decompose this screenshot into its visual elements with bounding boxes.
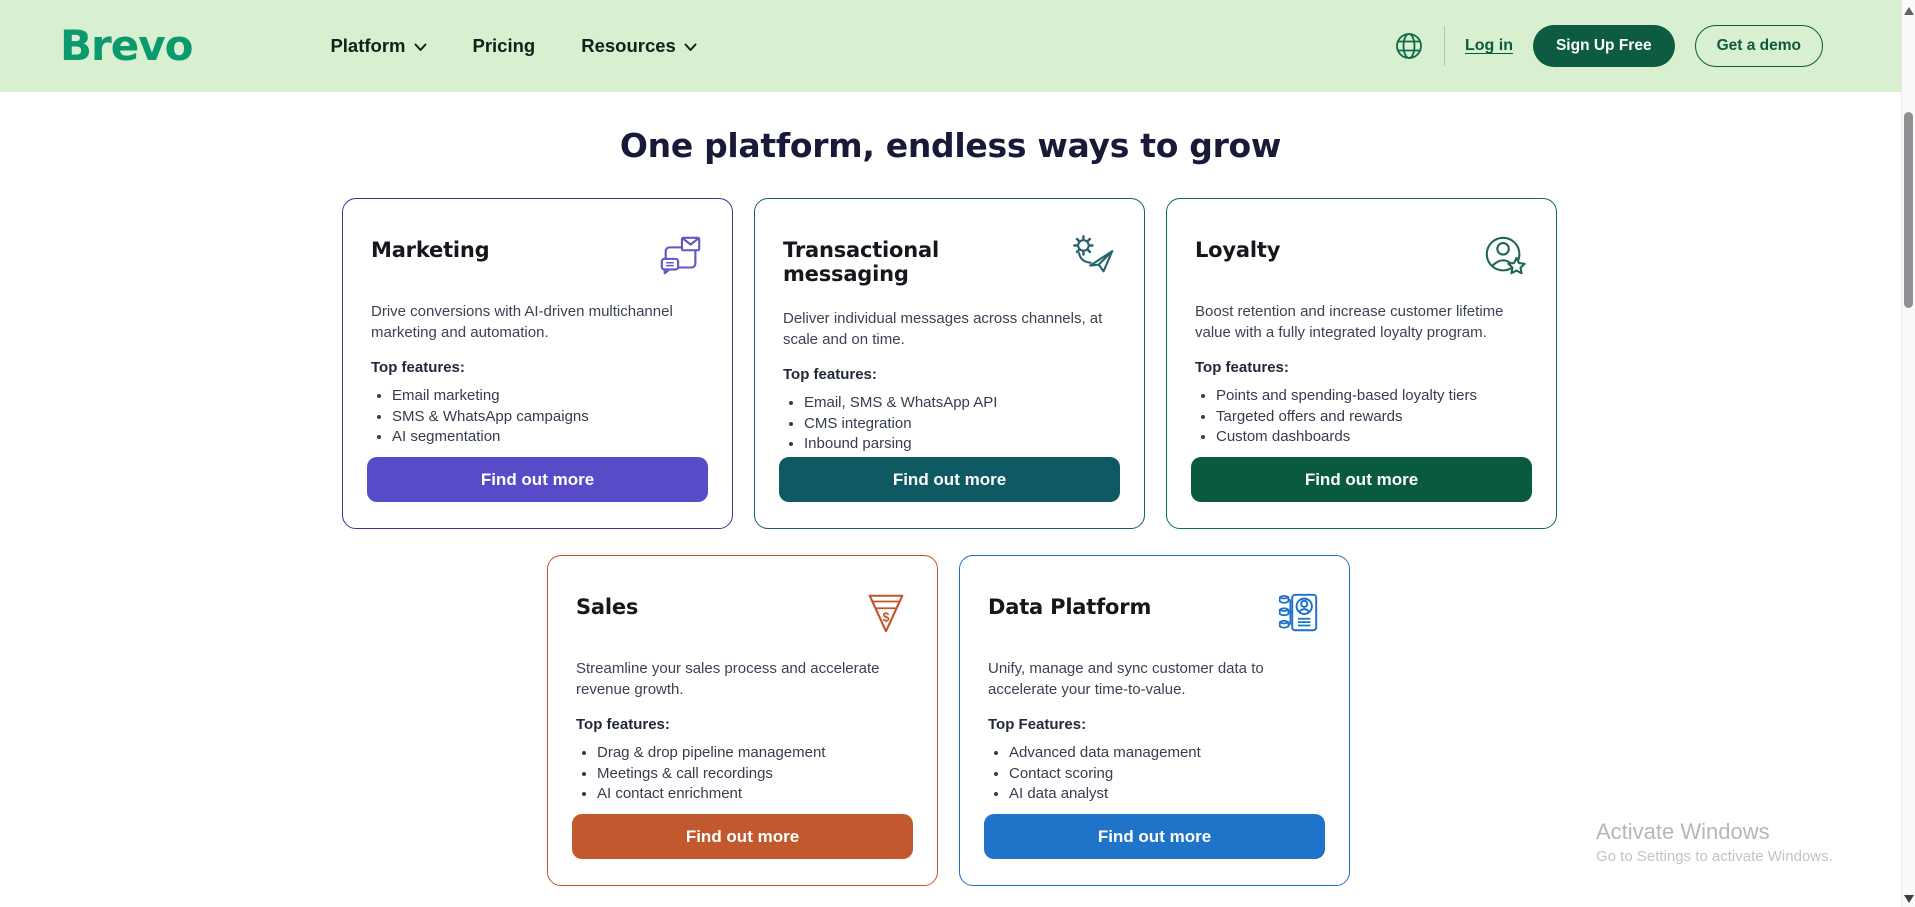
login-link[interactable]: Log in (1464, 37, 1513, 54)
find-out-more-button-sales[interactable]: Find out more (572, 814, 913, 859)
card-features-heading: Top Features: (988, 716, 1087, 733)
brevo-logo[interactable]: Brevo (60, 21, 193, 70)
find-out-more-button-loyalty[interactable]: Find out more (1191, 457, 1532, 502)
card-features-list: Email marketing SMS & WhatsApp campaigns… (392, 386, 704, 448)
card-header: Sales $ (576, 590, 909, 636)
card-data-platform: Data Platform Unify, manage and sync cus… (959, 555, 1350, 886)
feature-item: Email, SMS & WhatsApp API (804, 393, 1116, 414)
feature-item: Contact scoring (1009, 764, 1321, 785)
feature-item: CMS integration (804, 414, 1116, 435)
feature-item: AI segmentation (392, 427, 704, 448)
card-header: Marketing (371, 233, 704, 279)
card-features-list: Points and spending-based loyalty tiers … (1216, 386, 1528, 448)
scrollbar-up-arrow-icon[interactable] (1904, 7, 1914, 15)
nav-platform[interactable]: Platform (330, 35, 426, 57)
gear-paper-plane-icon (1070, 233, 1116, 279)
scrollbar-thumb[interactable] (1904, 112, 1913, 308)
scrollbar-down-arrow-icon[interactable] (1904, 895, 1914, 903)
contact-database-icon (1275, 590, 1321, 636)
feature-item: AI contact enrichment (597, 784, 909, 805)
card-description: Drive conversions with AI-driven multich… (371, 303, 673, 341)
watermark-title: Activate Windows (1596, 819, 1770, 844)
card-description: Streamline your sales process and accele… (576, 660, 880, 698)
top-navigation-bar: Brevo Platform Pricing Resources Lo (0, 0, 1901, 92)
find-out-more-button-marketing[interactable]: Find out more (367, 457, 708, 502)
card-features-heading: Top features: (783, 366, 877, 383)
feature-item: Targeted offers and rewards (1216, 407, 1528, 428)
header-actions: Log in Sign Up Free Get a demo (1394, 25, 1823, 67)
feature-item: AI data analyst (1009, 784, 1321, 805)
feature-item: Drag & drop pipeline management (597, 743, 909, 764)
vertical-scrollbar[interactable] (1901, 0, 1915, 907)
feature-item: Advanced data management (1009, 743, 1321, 764)
find-out-more-button-transactional[interactable]: Find out more (779, 457, 1120, 502)
card-loyalty: Loyalty Boost retention and increase cus… (1166, 198, 1557, 529)
globe-icon[interactable] (1394, 31, 1424, 61)
activate-windows-watermark: Activate Windows Go to Settings to activ… (1596, 819, 1833, 865)
card-marketing: Marketing Drive conversions with AI-driv… (342, 198, 733, 529)
signup-free-button[interactable]: Sign Up Free (1532, 25, 1675, 67)
card-transactional-messaging: Transactional messaging Deliver individu… (754, 198, 1145, 529)
header-divider (1443, 26, 1445, 66)
card-features-heading: Top features: (576, 716, 670, 733)
feature-item: Meetings & call recordings (597, 764, 909, 785)
cards-row-1: Marketing Drive conversions with AI-driv… (342, 198, 1557, 529)
find-out-more-button-data-platform[interactable]: Find out more (984, 814, 1325, 859)
nav-pricing[interactable]: Pricing (473, 35, 536, 57)
person-star-icon (1482, 233, 1528, 279)
card-title: Sales (576, 595, 639, 619)
card-title: Transactional messaging (783, 238, 939, 286)
card-description: Deliver individual messages across chann… (783, 310, 1103, 348)
cards-row-2: Sales $ Streamline your sales process an… (547, 555, 1350, 886)
main-nav: Platform Pricing Resources (330, 35, 697, 57)
card-header: Loyalty (1195, 233, 1528, 279)
get-a-demo-button[interactable]: Get a demo (1694, 25, 1823, 67)
card-title: Loyalty (1195, 238, 1281, 262)
envelope-chat-icon (658, 233, 704, 279)
card-features-list: Drag & drop pipeline management Meetings… (597, 743, 909, 805)
funnel-dollar-icon: $ (863, 590, 909, 636)
feature-item: Inbound parsing (804, 434, 1116, 455)
nav-pricing-label: Pricing (472, 35, 536, 56)
feature-item: Points and spending-based loyalty tiers (1216, 386, 1528, 407)
card-header: Data Platform (988, 590, 1321, 636)
chevron-down-icon (684, 43, 697, 52)
chevron-down-icon (414, 43, 427, 52)
card-title: Data Platform (988, 595, 1152, 619)
card-features-list: Email, SMS & WhatsApp API CMS integratio… (804, 393, 1116, 455)
feature-item: SMS & WhatsApp campaigns (392, 407, 704, 428)
nav-resources[interactable]: Resources (581, 35, 697, 57)
card-features-heading: Top features: (371, 359, 465, 376)
card-header: Transactional messaging (783, 233, 1116, 286)
card-sales: Sales $ Streamline your sales process an… (547, 555, 938, 886)
card-description: Unify, manage and sync customer data to … (988, 660, 1264, 698)
nav-platform-label: Platform (330, 35, 406, 56)
page-title: One platform, endless ways to grow (619, 126, 1282, 165)
card-features-heading: Top features: (1195, 359, 1289, 376)
nav-resources-label: Resources (581, 35, 676, 56)
svg-text:$: $ (883, 611, 890, 625)
card-features-list: Advanced data management Contact scoring… (1009, 743, 1321, 805)
feature-item: Email marketing (392, 386, 704, 407)
card-title: Marketing (371, 238, 490, 262)
card-description: Boost retention and increase customer li… (1195, 303, 1504, 341)
feature-item: Custom dashboards (1216, 427, 1528, 448)
watermark-subtitle: Go to Settings to activate Windows. (1596, 848, 1833, 865)
